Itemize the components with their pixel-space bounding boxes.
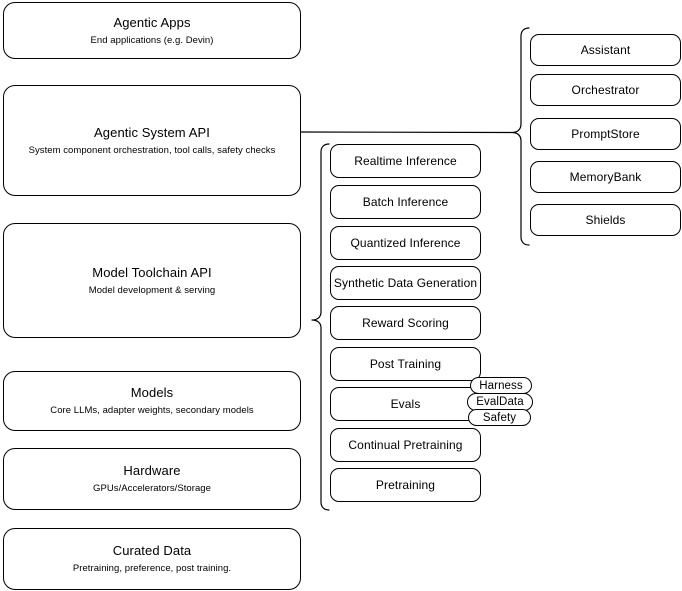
layer-agentic-apps[interactable]: Agentic Apps End applications (e.g. Devi…	[3, 2, 301, 59]
connector-line-system-api	[300, 131, 513, 134]
component-orchestrator[interactable]: Orchestrator	[530, 74, 681, 106]
component-label: PromptStore	[571, 127, 640, 141]
capability-label: Realtime Inference	[354, 154, 457, 168]
bracket-system-components	[511, 27, 530, 246]
evals-pill-label: EvalData	[476, 396, 524, 408]
capability-evals[interactable]: Evals	[330, 387, 481, 421]
layer-hardware[interactable]: Hardware GPUs/Accelerators/Storage	[3, 448, 301, 510]
capability-label: Batch Inference	[362, 195, 449, 209]
component-shields[interactable]: Shields	[530, 204, 681, 236]
layer-curated-data[interactable]: Curated Data Pretraining, preference, po…	[3, 528, 301, 590]
capability-pretraining[interactable]: Pretraining	[330, 468, 481, 502]
capability-label: Synthetic Data Generation	[333, 276, 478, 290]
capability-label: Quantized Inference	[350, 236, 461, 250]
capability-label: Evals	[390, 397, 421, 411]
layer-subtitle: End applications (e.g. Devin)	[90, 34, 214, 46]
capability-batch-inference[interactable]: Batch Inference	[330, 185, 481, 219]
evals-pill-label: Safety	[482, 411, 517, 424]
layer-agentic-system-api[interactable]: Agentic System API System component orch…	[3, 85, 301, 196]
layer-title: Model Toolchain API	[92, 264, 212, 280]
capability-label: Post Training	[369, 357, 442, 371]
evals-pill-harness[interactable]: Harness	[470, 377, 532, 394]
layer-subtitle: Model development & serving	[88, 284, 216, 296]
layer-models[interactable]: Models Core LLMs, adapter weights, secon…	[3, 371, 301, 431]
component-label: Orchestrator	[571, 83, 640, 97]
layer-subtitle: System component orchestration, tool cal…	[28, 144, 276, 156]
layer-title: Agentic System API	[94, 124, 210, 140]
layer-title: Curated Data	[112, 543, 192, 558]
component-assistant[interactable]: Assistant	[530, 34, 681, 66]
layer-title: Models	[130, 385, 174, 400]
evals-pill-safety[interactable]: Safety	[468, 409, 531, 426]
layer-subtitle: Pretraining, preference, post training.	[72, 563, 232, 574]
component-label: MemoryBank	[569, 170, 642, 184]
capability-continual-pretraining[interactable]: Continual Pretraining	[330, 428, 481, 462]
capability-synthetic-data-generation[interactable]: Synthetic Data Generation	[330, 266, 481, 300]
layer-subtitle: Core LLMs, adapter weights, secondary mo…	[50, 405, 254, 416]
capability-reward-scoring[interactable]: Reward Scoring	[330, 306, 481, 340]
component-label: Assistant	[580, 43, 631, 57]
layer-subtitle: GPUs/Accelerators/Storage	[93, 483, 211, 494]
layer-title: Hardware	[123, 463, 181, 478]
bracket-toolchain-capabilities	[311, 143, 330, 511]
capability-quantized-inference[interactable]: Quantized Inference	[330, 226, 481, 260]
component-memorybank[interactable]: MemoryBank	[530, 161, 681, 193]
component-label: Shields	[585, 213, 626, 227]
capability-label: Continual Pretraining	[348, 438, 463, 452]
capability-realtime-inference[interactable]: Realtime Inference	[330, 144, 481, 178]
component-promptstore[interactable]: PromptStore	[530, 118, 681, 150]
capability-label: Pretraining	[375, 478, 436, 492]
evals-pill-label: Harness	[479, 379, 523, 392]
layer-model-toolchain-api[interactable]: Model Toolchain API Model development & …	[3, 223, 301, 338]
layer-title: Agentic Apps	[113, 14, 191, 30]
capability-label: Reward Scoring	[362, 316, 449, 330]
capability-post-training[interactable]: Post Training	[330, 347, 481, 381]
